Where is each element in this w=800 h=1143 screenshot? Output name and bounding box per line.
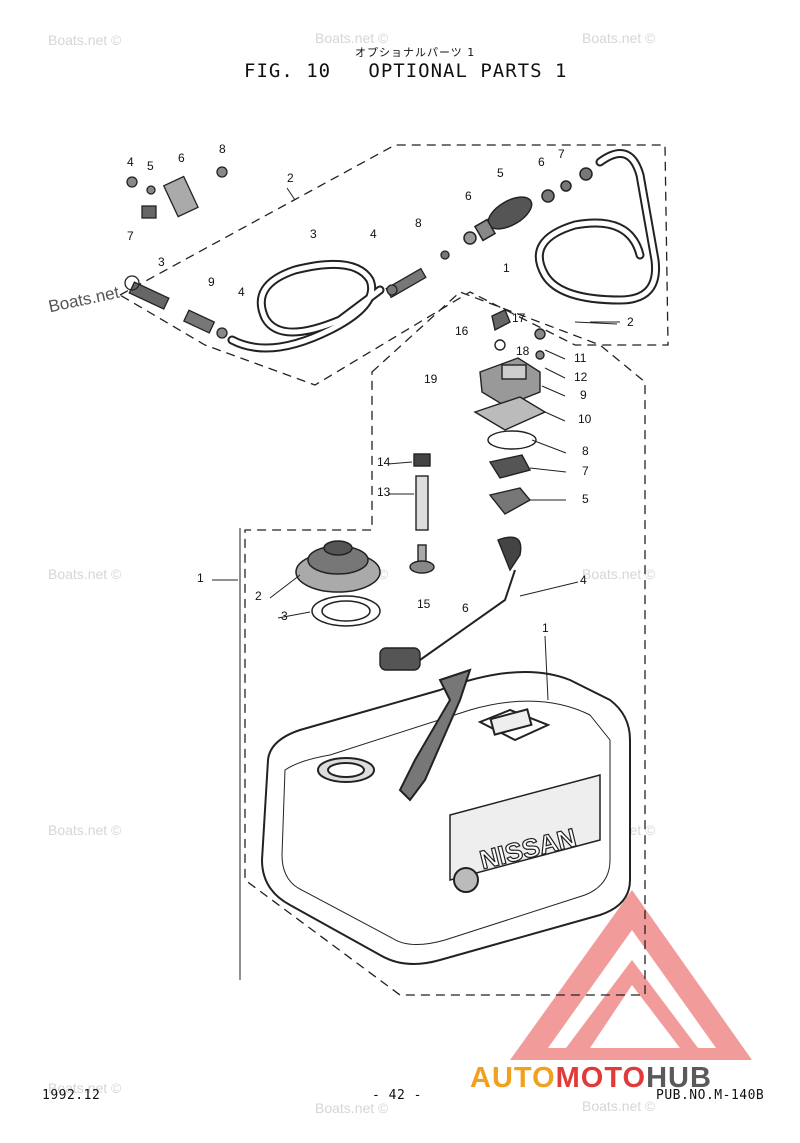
callout-number: 8 bbox=[219, 142, 226, 156]
callout-number: 5 bbox=[147, 159, 154, 173]
callout-number: 6 bbox=[465, 189, 472, 203]
tank-assembly-boundary bbox=[244, 291, 646, 996]
fitting-cluster-left bbox=[124, 166, 228, 339]
callout-number: 18 bbox=[516, 344, 530, 358]
hose-connector bbox=[385, 250, 450, 299]
callout-number: 5 bbox=[582, 492, 589, 506]
callout-number: 4 bbox=[370, 227, 377, 241]
watermark: Boats.net © bbox=[582, 1098, 656, 1114]
callout-number: 1 bbox=[542, 621, 549, 635]
callout-number: 5 bbox=[497, 166, 504, 180]
callout-number: 3 bbox=[281, 609, 288, 623]
callout-number: 19 bbox=[424, 372, 438, 386]
primer-bulb bbox=[463, 167, 593, 245]
automotohub-logo: AUTOMOTOHUB bbox=[470, 1062, 712, 1095]
callout-number: 2 bbox=[627, 315, 634, 329]
callout-number: 15 bbox=[417, 597, 431, 611]
callout-number: 2 bbox=[255, 589, 262, 603]
watermark: Boats.net © bbox=[315, 1100, 389, 1116]
callout-number: 4 bbox=[580, 573, 587, 587]
logo-auto: AUTO bbox=[470, 1062, 556, 1094]
callout-number: 11 bbox=[574, 351, 587, 365]
callout-number: 4 bbox=[127, 155, 134, 169]
watermark: Boats.net © bbox=[582, 30, 656, 46]
callout-number: 3 bbox=[310, 227, 317, 241]
callout-number: 1 bbox=[503, 261, 510, 275]
callout-number: 12 bbox=[574, 370, 588, 384]
callout-number: 8 bbox=[415, 216, 422, 230]
callout-number: 9 bbox=[208, 275, 215, 289]
callout-number: 13 bbox=[377, 485, 391, 499]
tank-callouts: 14 8 7 13 5 1 2 3 15 6 4 1 bbox=[197, 444, 589, 635]
watermark: Boats.net © bbox=[48, 566, 122, 582]
callout-number: 2 bbox=[287, 171, 294, 185]
watermark: Boats.net © bbox=[48, 32, 122, 48]
watermark: Boats.net © bbox=[48, 1080, 122, 1096]
callout-number: 17 bbox=[512, 311, 526, 325]
revision-date: 1992.12 bbox=[42, 1088, 101, 1103]
fuel-cap bbox=[295, 540, 381, 627]
callout-number: 7 bbox=[582, 464, 589, 478]
page-number: - 42 - bbox=[372, 1088, 422, 1103]
callout-number: 6 bbox=[538, 155, 545, 169]
figure-title: FIG. 10 OPTIONAL PARTS 1 bbox=[244, 60, 568, 82]
callout-number: 14 bbox=[377, 455, 391, 469]
callout-number: 6 bbox=[178, 151, 185, 165]
logo-moto: MOTO bbox=[555, 1062, 647, 1094]
callout-number: 6 bbox=[462, 601, 469, 615]
fuel-pickup-assembly bbox=[379, 309, 547, 671]
line-kit-boundary bbox=[118, 144, 669, 386]
callout-number: 4 bbox=[238, 285, 245, 299]
callout-number: 3 bbox=[158, 255, 165, 269]
callout-number: 10 bbox=[578, 412, 592, 426]
callout-number: 8 bbox=[582, 444, 589, 458]
callout-number: 7 bbox=[127, 229, 134, 243]
callout-number: 16 bbox=[455, 324, 469, 338]
publication-number: PUB.NO.M-140B bbox=[656, 1088, 765, 1103]
leader-lines bbox=[212, 187, 620, 980]
line-kit-callouts: 4 5 6 8 7 2 3 4 8 6 5 6 7 3 9 4 1 2 16 1… bbox=[127, 142, 634, 426]
automotohub-logo-mark bbox=[510, 890, 752, 1060]
watermark: Boats.net © bbox=[582, 566, 656, 582]
watermark: Boats.net © bbox=[315, 30, 389, 46]
callout-number: 7 bbox=[558, 147, 565, 161]
watermark: Boats.net © bbox=[48, 822, 122, 838]
fuel-tank bbox=[260, 668, 631, 965]
callout-number: 1 bbox=[197, 571, 204, 585]
japanese-title: オプショナルパーツ 1 bbox=[355, 46, 476, 59]
callout-number: 9 bbox=[580, 388, 587, 402]
logo-hub: HUB bbox=[646, 1062, 712, 1094]
